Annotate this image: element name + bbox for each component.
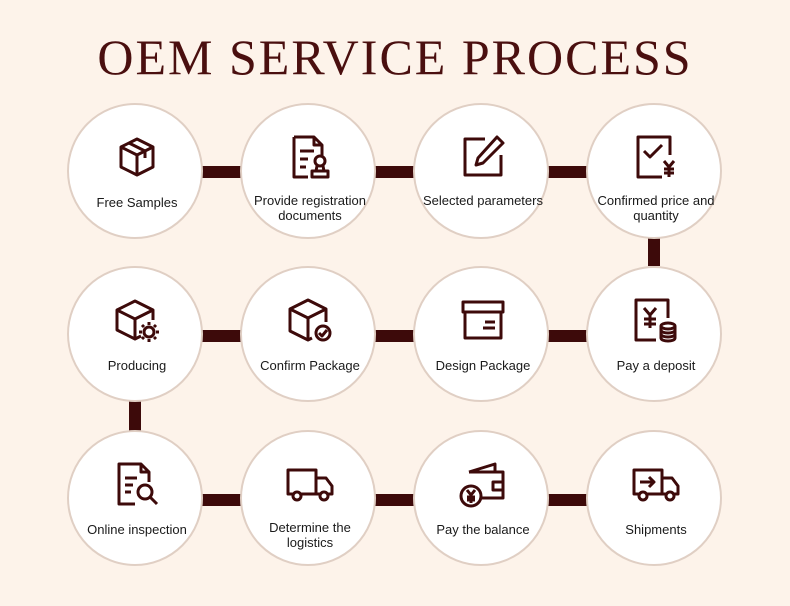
box-gear-icon	[113, 296, 161, 344]
step-pay-the-balance: Pay the balance	[413, 430, 549, 566]
truck-icon	[286, 460, 334, 508]
step-label: Selected parameters	[423, 193, 543, 208]
step-confirm-package: Confirm Package	[240, 266, 376, 402]
step-online-inspection: Online inspection	[67, 430, 203, 566]
package-design-icon	[459, 296, 507, 344]
shipping-truck-icon	[632, 460, 680, 508]
step-selected-parameters: Selected parameters	[413, 103, 549, 239]
step-label: Confirmed price and quantity	[597, 193, 715, 223]
step-label: Confirm Package	[260, 358, 360, 373]
package-confirm-icon	[286, 296, 334, 344]
box-icon	[113, 133, 161, 181]
step-label: Determine the logistics	[269, 520, 351, 550]
connector-2-3	[374, 166, 418, 178]
step-free-samples: Free Samples	[67, 103, 203, 239]
step-label: Pay a deposit	[616, 358, 696, 373]
price-check-icon	[632, 133, 680, 181]
step-label: Provide registration documents	[254, 193, 366, 223]
connector-9-10	[200, 494, 244, 506]
document-stamp-icon	[286, 133, 334, 181]
connector-1-2	[200, 166, 244, 178]
step-design-package: Design Package	[413, 266, 549, 402]
step-label: Free Samples	[96, 195, 178, 210]
step-provide-registration-documents: Provide registration documents	[240, 103, 376, 239]
step-confirmed-price-and-quantity: Confirmed price and quantity	[586, 103, 722, 239]
step-producing: Producing	[67, 266, 203, 402]
step-label: Online inspection	[87, 522, 187, 537]
step-label: Producing	[107, 358, 167, 373]
document-search-icon	[113, 460, 161, 508]
connector-4-5	[648, 236, 660, 266]
connector-8-9	[129, 400, 141, 432]
step-label: Pay the balance	[436, 522, 530, 537]
connector-5-6	[546, 330, 590, 342]
wallet-yen-icon	[459, 460, 507, 508]
step-shipments: Shipments	[586, 430, 722, 566]
yen-coins-icon	[632, 296, 680, 344]
edit-square-icon	[459, 133, 507, 181]
connector-11-12	[546, 494, 590, 506]
connector-10-11	[374, 494, 418, 506]
connector-3-4	[546, 166, 590, 178]
step-determine-the-logistics: Determine the logistics	[240, 430, 376, 566]
step-label: Shipments	[625, 522, 687, 537]
connector-7-8	[200, 330, 244, 342]
step-label: Design Package	[435, 358, 531, 373]
connector-6-7	[374, 330, 418, 342]
step-pay-a-deposit: Pay a deposit	[586, 266, 722, 402]
page-title: OEM SERVICE PROCESS	[97, 29, 693, 85]
